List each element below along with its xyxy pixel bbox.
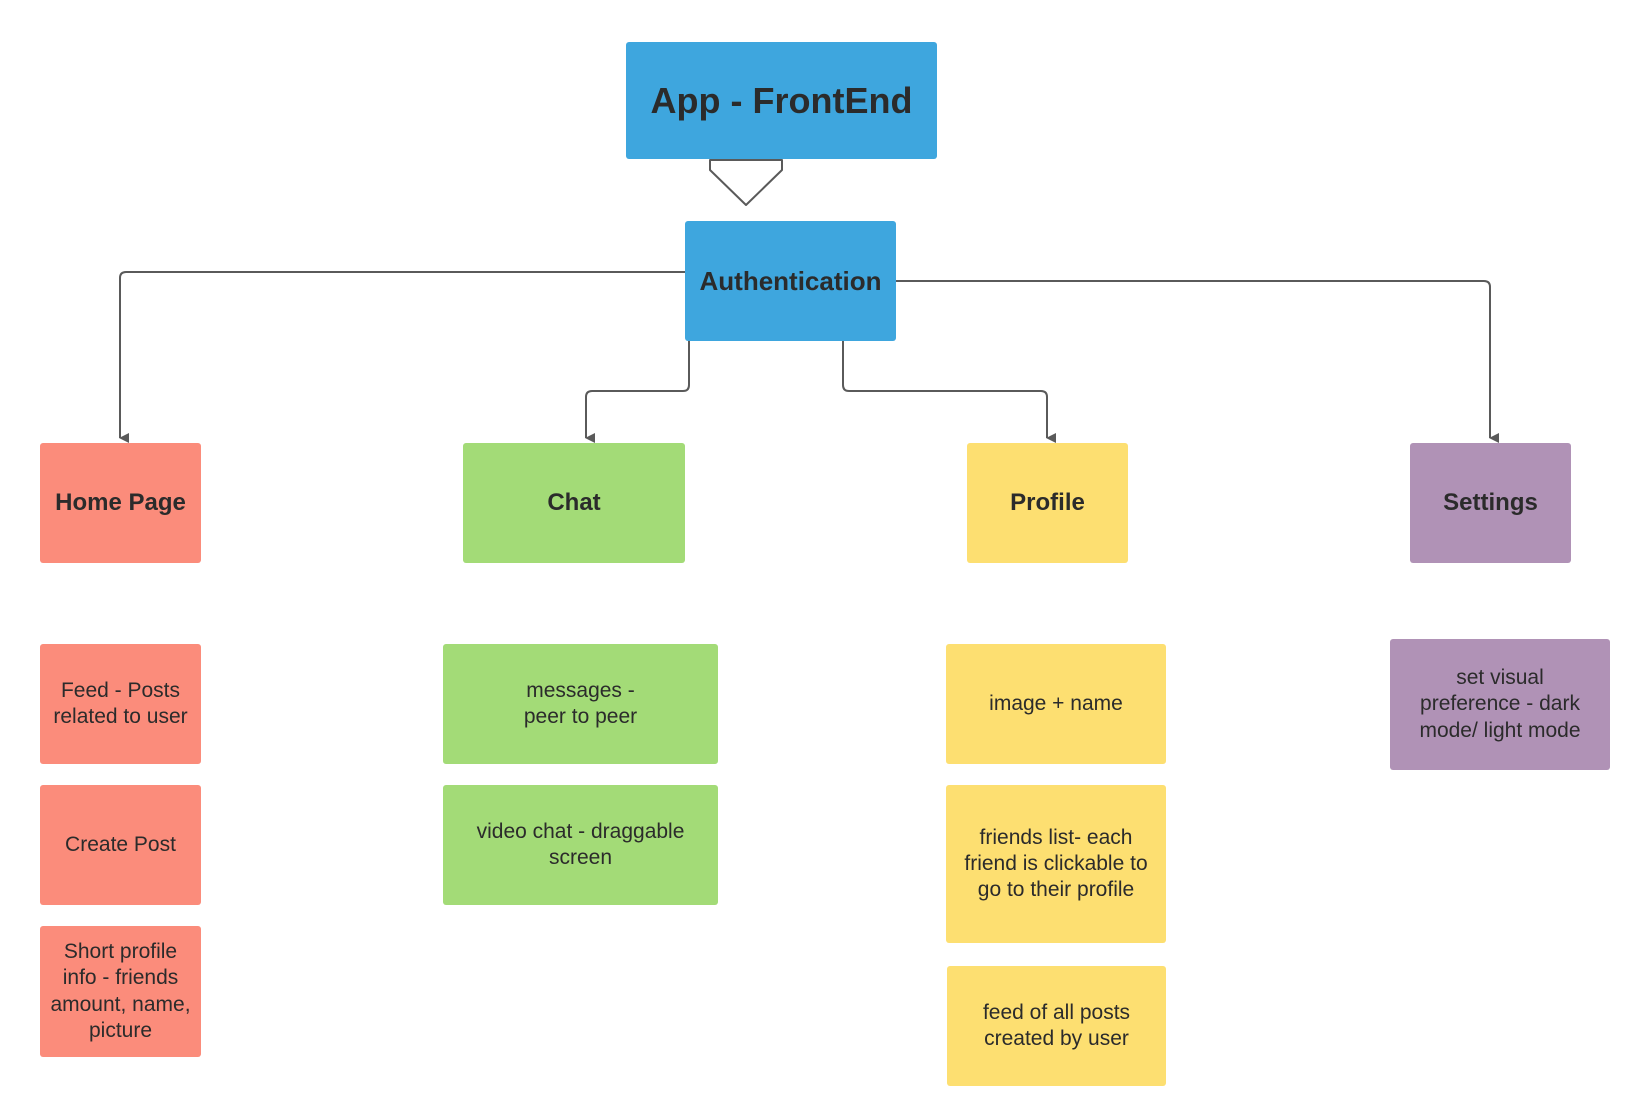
auth-to-home-connector bbox=[119, 271, 686, 443]
auth-to-profile-connector bbox=[842, 340, 1056, 443]
authentication-node: Authentication bbox=[685, 221, 896, 341]
profile-item-feed-posts: feed of all posts created by user bbox=[947, 966, 1166, 1086]
profile-item-friends-list: friends list- each friend is clickable t… bbox=[946, 785, 1166, 943]
chat-item-messages: messages - peer to peer bbox=[443, 644, 718, 764]
home-item-short-profile: Short profile info - friends amount, nam… bbox=[40, 926, 201, 1057]
auth-to-settings-connector bbox=[895, 280, 1499, 443]
chat-item-video-chat: video chat - draggable screen bbox=[443, 785, 718, 905]
home-item-feed: Feed - Posts related to user bbox=[40, 644, 201, 764]
settings-node: Settings bbox=[1410, 443, 1571, 563]
chat-node: Chat bbox=[463, 443, 685, 563]
auth-to-chat-connector bbox=[585, 340, 690, 443]
root-to-auth-block-arrow bbox=[709, 159, 783, 206]
app-frontend-node: App - FrontEnd bbox=[626, 42, 937, 159]
home-page-node: Home Page bbox=[40, 443, 201, 563]
profile-node: Profile bbox=[967, 443, 1128, 563]
settings-item-visual-preference: set visual preference - dark mode/ light… bbox=[1390, 639, 1610, 770]
home-item-create-post: Create Post bbox=[40, 785, 201, 905]
profile-item-image-name: image + name bbox=[946, 644, 1166, 764]
